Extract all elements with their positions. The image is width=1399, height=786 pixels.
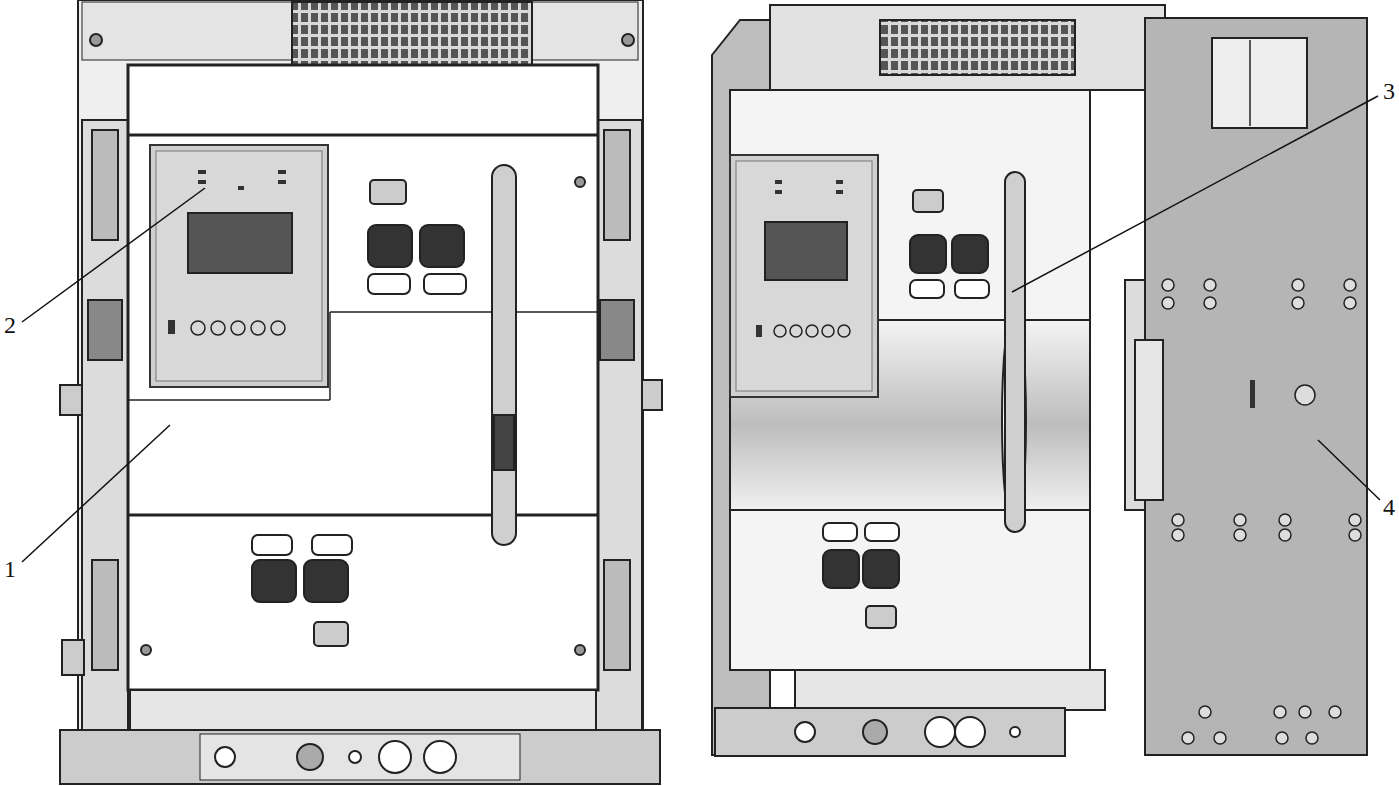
front-view-breaker [60, 0, 662, 784]
callout-number: 1 [3, 556, 17, 582]
leader-lines [22, 96, 1380, 562]
callout-number: 3 [1382, 78, 1396, 104]
callout-number: 4 [1382, 494, 1396, 520]
perspective-view-breaker [712, 5, 1367, 756]
callout-number: 2 [3, 312, 17, 338]
